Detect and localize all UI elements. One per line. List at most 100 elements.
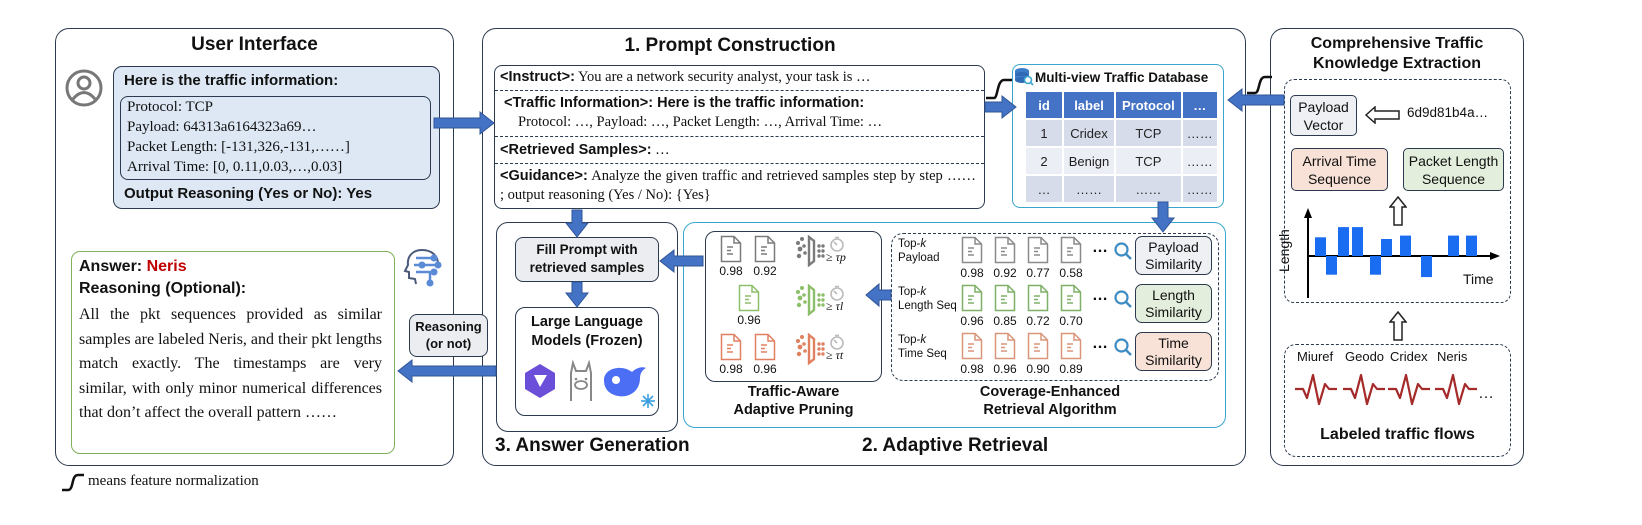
database-header-row: id label Protocol …: [1026, 92, 1217, 118]
threshold-label: ≥ τl: [826, 299, 844, 313]
fill-prompt-line1: Fill Prompt with: [536, 242, 638, 257]
pruning-filter-icon: [796, 235, 825, 267]
flows-ellipsis: …: [1478, 385, 1494, 402]
table-cell: TCP: [1116, 120, 1181, 146]
knowledge-extraction-title: Comprehensive Traffic Knowledge Extracti…: [1270, 34, 1524, 74]
normalization-curve-icon: [1247, 75, 1272, 95]
table-cell: 2: [1026, 148, 1062, 174]
flow-label: Neris: [1437, 349, 1468, 364]
similarity-line1: Length: [1152, 287, 1195, 303]
column-header: Protocol: [1116, 92, 1181, 118]
document-icon: [994, 284, 1016, 312]
packet-bar: [1400, 235, 1411, 256]
adaptive-retrieval-title: 2. Adaptive Retrieval: [862, 435, 1049, 456]
retrieval-caption-line1: Coverage-Enhanced: [979, 384, 1121, 400]
packet-bar: [1326, 256, 1337, 275]
packet-length-line1: Packet Length: [1408, 153, 1499, 169]
llm-line1: Large Language: [531, 314, 643, 330]
document-icon: [1060, 284, 1082, 312]
document-icon: [720, 235, 742, 263]
table-cell: …: [1026, 176, 1062, 202]
traffic-info-heading: Here is the traffic information:: [653, 95, 865, 111]
arrival-time-sequence-label: Arrival Time Sequence: [1291, 152, 1388, 188]
llm-label: Large Language Models (Frozen): [515, 313, 659, 351]
ellipsis: …: [1092, 239, 1108, 256]
traffic-info-text: Protocol: …, Payload: …, Packet Length: …: [518, 114, 883, 130]
column-header: id: [1026, 92, 1062, 118]
similarity-score: 0.89: [1059, 362, 1083, 376]
pruned-score: 0.92: [753, 264, 777, 278]
retrieved-tag: <Retrieved Samples>:: [500, 142, 652, 158]
arrival-time-line1: Arrival Time: [1302, 153, 1377, 169]
threshold-timer-icon: [830, 285, 844, 301]
flow-label: Cridex: [1390, 349, 1428, 364]
deepseek-logo-icon: [604, 367, 646, 397]
similarity-score: 0.77: [1026, 266, 1050, 280]
table-cell: TCP: [1116, 148, 1181, 174]
answer-line: Answer: Neris: [79, 258, 187, 276]
table-cell: ……: [1182, 120, 1217, 146]
document-icon: [1027, 332, 1049, 360]
topk-label-line1: Top-k: [898, 334, 927, 346]
similarity-score: 0.70: [1059, 314, 1083, 328]
query-field-arrival-time: Arrival Time: [0, 0.11,0.03,…,0.03]: [127, 159, 343, 175]
hollow-up-arrow-icon: [1389, 196, 1407, 226]
prompt-template-box: [494, 65, 985, 209]
topk-label-line1: Top-k: [898, 286, 927, 298]
document-icon: [738, 284, 760, 312]
adaptive-retrieval-box: [683, 222, 1226, 428]
threshold-timer-icon: [830, 334, 844, 350]
flow-label: Miuref: [1297, 349, 1334, 364]
table-row: … …… …… ……: [1026, 176, 1217, 202]
prompt-row-traffic-info: <Traffic Information>: Here is the traff…: [504, 95, 864, 111]
fill-prompt-line2: retrieved samples: [529, 260, 645, 275]
query-field-payload: Payload: 64313a6164323a69…: [127, 119, 317, 135]
document-icon: [720, 333, 742, 361]
document-icon: [994, 332, 1016, 360]
chart-ylabel: Length: [1276, 229, 1292, 272]
hollow-left-arrow-icon: [1365, 106, 1400, 124]
similarity-score: 0.96: [960, 314, 984, 328]
similarity-line2: Similarity: [1145, 256, 1202, 272]
pruned-score: 0.98: [719, 362, 743, 376]
pruning-filter-icon: [796, 333, 825, 365]
labeled-flows-dashed-box: [1284, 344, 1511, 457]
reasoning-tag: [409, 314, 488, 357]
feature-extraction-dashed-box: [1284, 79, 1511, 303]
document-icon: [961, 284, 983, 312]
retrieval-caption: Coverage-Enhanced Retrieval Algorithm: [940, 383, 1160, 419]
similarity-score: 0.98: [960, 266, 984, 280]
similarity-score: 0.90: [1026, 362, 1050, 376]
table-row: 2 Benign TCP ……: [1026, 148, 1217, 174]
database-table: id label Protocol … 1 Cridex TCP …… 2 Be…: [1024, 90, 1219, 204]
similarity-score: 0.98: [960, 362, 984, 376]
payload-vector-line2: Vector: [1303, 117, 1344, 133]
database-title: Multi-view Traffic Database: [1035, 70, 1209, 85]
answer-label: Answer:: [79, 258, 147, 275]
chart-xlabel: Time: [1463, 271, 1494, 287]
similarity-line1: Payload: [1148, 239, 1199, 255]
retrieval-dashed-box: [891, 233, 1219, 381]
normalization-curve-icon: [62, 473, 84, 492]
instruct-tag: <Instruct>:: [500, 69, 575, 85]
user-interface-title: User Interface: [191, 34, 318, 55]
labeled-flows-title: Labeled traffic flows: [1320, 426, 1475, 443]
reasoning-tag-label: Reasoning (or not): [409, 318, 488, 352]
database-search-icon: [1015, 68, 1034, 86]
answer-value: Neris: [146, 258, 187, 275]
traffic-waveform-icon: [1295, 373, 1337, 406]
ellipsis: …: [1092, 287, 1108, 304]
payload-vector-label: Payload Vector: [1290, 98, 1357, 134]
answer-box: [71, 251, 395, 454]
document-icon: [961, 236, 983, 264]
knowledge-title-line2: Knowledge Extraction: [1312, 55, 1482, 72]
packet-bar: [1381, 239, 1392, 256]
prompt-row-instruct: <Instruct>: You are a network security a…: [500, 69, 871, 86]
similarity-score: 0.72: [1026, 314, 1050, 328]
pruning-caption: Traffic-Aware Adaptive Pruning: [700, 383, 887, 419]
packet-bar: [1421, 256, 1432, 278]
